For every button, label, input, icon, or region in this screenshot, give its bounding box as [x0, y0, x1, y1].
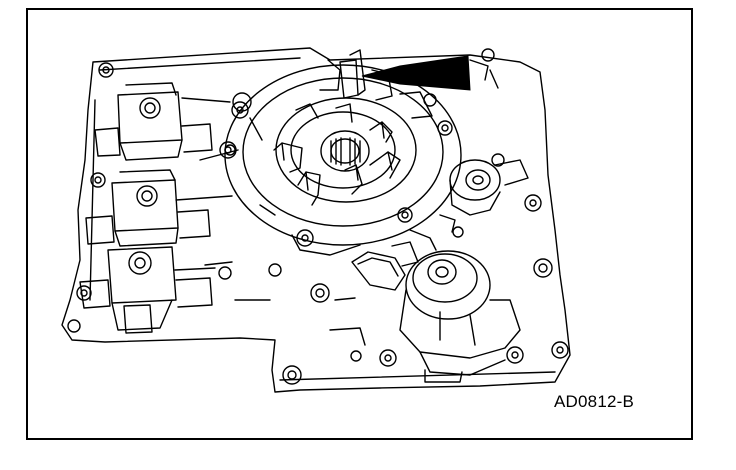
shift-solenoid-lower	[79, 246, 213, 334]
shift-solenoid-upper	[94, 82, 213, 161]
shift-solenoid-middle	[85, 169, 211, 247]
drive-tabs	[273, 103, 401, 206]
valve-body-plate	[61, 47, 571, 393]
figure-frame	[26, 8, 693, 440]
plate-bolt-holes	[67, 48, 569, 385]
manual-valve-link	[319, 49, 499, 119]
center-housing	[219, 64, 462, 256]
callout-arrow	[361, 55, 471, 91]
solenoid-connector	[351, 241, 419, 291]
figure-caption: AD0812-B	[554, 392, 635, 411]
speed-sensor	[439, 159, 529, 233]
pressure-control-solenoid	[379, 250, 524, 383]
